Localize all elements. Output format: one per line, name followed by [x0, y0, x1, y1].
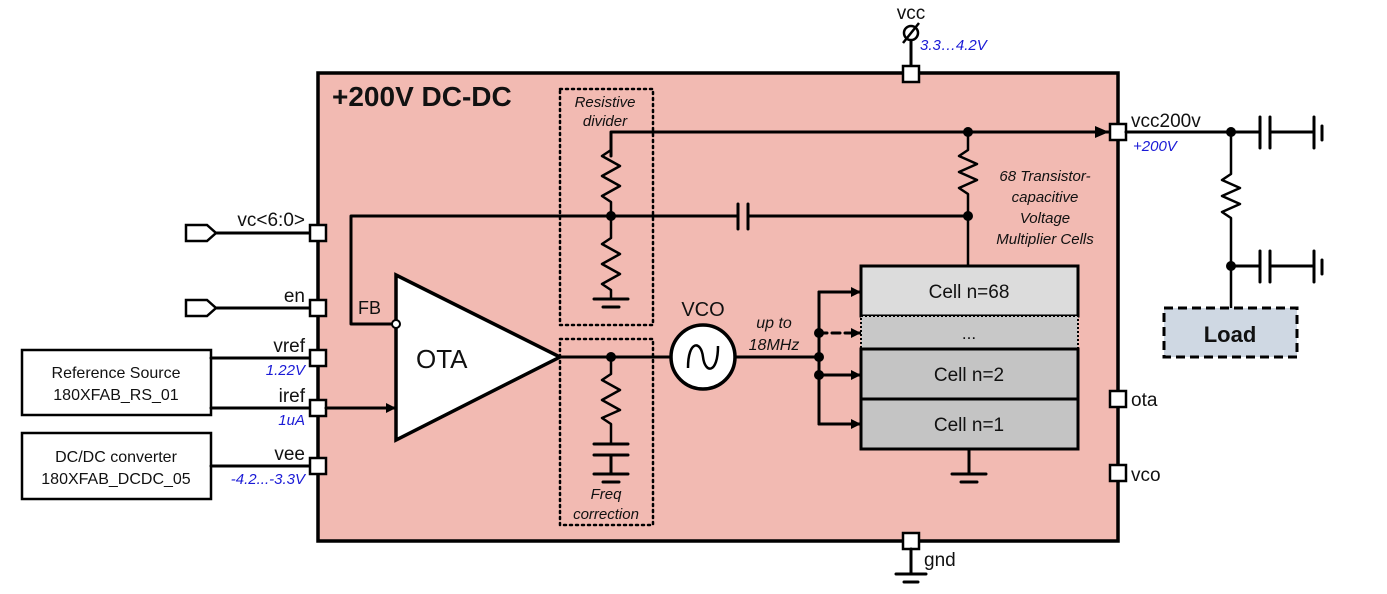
input-port-icon — [184, 223, 218, 243]
vco-label: VCO — [681, 299, 724, 321]
ota-amplifier-icon — [394, 272, 564, 443]
ground-icon — [592, 297, 630, 309]
cells-ground-icon — [950, 447, 988, 484]
vee-value: -4.2...-3.3V — [231, 471, 307, 488]
vco-freq-1: up to — [756, 315, 792, 332]
vref-label: vref — [273, 336, 305, 357]
inverting-input-icon — [391, 319, 401, 329]
resistive-divider-box — [558, 87, 655, 327]
iref-label: iref — [279, 386, 306, 407]
dcdc-line1: DC/DC converter — [55, 449, 177, 466]
vco-freq-2: 18MHz — [749, 337, 800, 354]
block-title: +200V DC-DC — [332, 81, 512, 112]
sine-wave-icon — [686, 344, 720, 370]
vref-value: 1.22V — [266, 362, 307, 379]
vc-label: vc<6:0> — [237, 210, 305, 231]
cell-2 — [859, 347, 1080, 401]
ref-source-line1: Reference Source — [52, 365, 181, 382]
multiplier-desc-1: 68 Transistor- — [999, 168, 1090, 185]
divider-label-1: Resistive — [575, 94, 636, 111]
vcc-pin[interactable] — [901, 22, 921, 84]
iref-pin[interactable] — [308, 398, 328, 418]
capacitor-icon — [736, 202, 750, 231]
vref-pin[interactable] — [308, 348, 328, 368]
freq-label-1: Freq — [591, 486, 623, 503]
load-capacitor-icon — [1229, 249, 1324, 284]
cell-68-label: Cell n=68 — [929, 282, 1010, 303]
vcc200v-value: +200V — [1133, 138, 1179, 155]
gnd-label: gnd — [924, 550, 956, 571]
multiplier-cells — [859, 264, 1080, 451]
input-port-icon — [184, 298, 218, 318]
cell-ellipsis-label: ... — [962, 324, 976, 343]
en-input-port[interactable] — [184, 298, 328, 318]
vcc-value: 3.3…4.2V — [920, 37, 989, 54]
vee-pin[interactable] — [308, 456, 328, 476]
freq-correction-box — [558, 337, 655, 527]
vcc200v-pin[interactable] — [1108, 122, 1128, 142]
reference-source-block[interactable] — [20, 348, 213, 417]
vcc-label: vcc — [897, 3, 926, 24]
cell-1-label: Cell n=1 — [934, 415, 1004, 436]
dcdc-converter-block[interactable] — [20, 431, 213, 501]
gnd-pin[interactable] — [894, 531, 928, 584]
ota-pin[interactable] — [1108, 389, 1128, 409]
ref-source-line2: 180XFAB_RS_01 — [53, 387, 179, 404]
load-label: Load — [1204, 322, 1257, 347]
divider-resistor-bottom-icon — [600, 216, 622, 298]
divider-label-2: divider — [583, 113, 628, 130]
vco-pin-label: vco — [1131, 465, 1161, 486]
load-block[interactable] — [1162, 306, 1299, 359]
multiplier-desc-4: Multiplier Cells — [996, 231, 1094, 248]
multiplier-desc-2: capacitive — [1012, 189, 1079, 206]
multiplier-resistor-icon — [957, 132, 979, 266]
fb-label: FB — [358, 298, 381, 318]
load-resistor-icon — [1220, 132, 1242, 333]
iref-value: 1uA — [278, 412, 305, 429]
vcc200v-label: vcc200v — [1131, 111, 1201, 132]
vee-label: vee — [274, 444, 305, 465]
freq-capacitor-icon — [592, 442, 630, 484]
feedback-wire — [349, 214, 740, 326]
freq-resistor-icon — [600, 357, 622, 444]
multiplier-desc-3: Voltage — [1020, 210, 1070, 227]
ota-label: OTA — [416, 344, 468, 374]
en-label: en — [284, 286, 305, 307]
vco-pin[interactable] — [1108, 463, 1128, 483]
dcdc-line2: 180XFAB_DCDC_05 — [41, 471, 191, 488]
cell-ellipsis — [860, 315, 1079, 350]
output-capacitor-icon — [1258, 115, 1324, 150]
ota-pin-label: ota — [1131, 390, 1158, 411]
cell-2-label: Cell n=2 — [934, 365, 1004, 386]
vc-input-port[interactable] — [184, 223, 328, 243]
cell-68 — [859, 264, 1080, 318]
freq-label-2: correction — [573, 506, 639, 523]
divider-resistor-top-icon — [600, 132, 622, 216]
